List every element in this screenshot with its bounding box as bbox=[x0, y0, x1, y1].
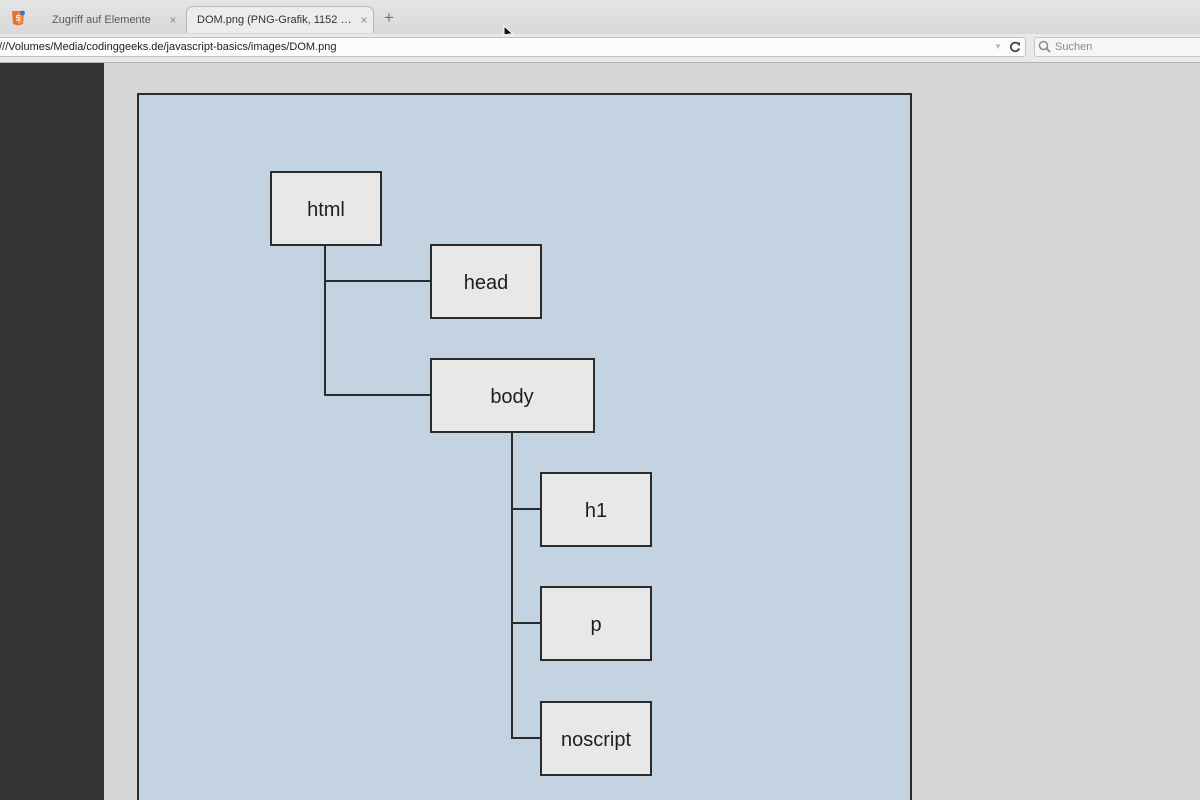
edge-body-noscript bbox=[511, 623, 541, 739]
node-body: body bbox=[430, 358, 595, 433]
content-viewport: html head body h1 p bbox=[0, 63, 1200, 800]
edge-html-body bbox=[324, 281, 431, 396]
node-label: body bbox=[490, 386, 533, 408]
edge-body-p bbox=[511, 509, 541, 624]
reload-icon[interactable] bbox=[1005, 39, 1025, 55]
node-head: head bbox=[430, 244, 542, 319]
tab-label: DOM.png (PNG-Grafik, 1152 × 8… bbox=[197, 14, 355, 26]
edge-body-h1 bbox=[511, 432, 541, 510]
dom-diagram-image: html head body h1 p bbox=[137, 93, 912, 800]
chevron-down-icon[interactable]: ▼ bbox=[994, 42, 1002, 51]
dark-sidebar bbox=[0, 63, 104, 800]
node-label: head bbox=[464, 272, 509, 294]
edge-html-head bbox=[324, 245, 431, 282]
close-icon[interactable]: × bbox=[360, 13, 368, 27]
node-label: noscript bbox=[561, 729, 631, 751]
tab-dom-png[interactable]: DOM.png (PNG-Grafik, 1152 × 8… × bbox=[186, 6, 374, 33]
node-noscript: noscript bbox=[540, 701, 652, 776]
node-label: p bbox=[590, 614, 601, 636]
navigation-bar: ///Volumes/Media/codinggeeks.de/javascri… bbox=[0, 34, 1200, 63]
search-input[interactable] bbox=[1055, 41, 1185, 53]
url-bar[interactable]: ///Volumes/Media/codinggeeks.de/javascri… bbox=[0, 37, 1026, 57]
node-h1: h1 bbox=[540, 472, 652, 547]
svg-text:5: 5 bbox=[16, 14, 21, 23]
tab-zugriff-auf-elemente[interactable]: Zugriff auf Elemente × bbox=[42, 6, 182, 33]
node-html: html bbox=[270, 171, 382, 246]
dom-tree-diagram: html head body h1 p bbox=[270, 171, 652, 776]
tab-bar: 5 Zugriff auf Elemente × DOM.png (PNG-Gr… bbox=[0, 0, 1200, 35]
firefox-html5-icon: 5 bbox=[12, 10, 25, 26]
node-label: h1 bbox=[585, 500, 607, 522]
search-icon bbox=[1038, 40, 1051, 53]
node-label: html bbox=[307, 199, 345, 221]
node-p: p bbox=[540, 586, 652, 661]
tab-label: Zugriff auf Elemente bbox=[52, 13, 151, 26]
plus-icon[interactable]: + bbox=[384, 8, 394, 27]
close-icon[interactable]: × bbox=[169, 12, 177, 27]
search-bar[interactable] bbox=[1034, 37, 1200, 57]
url-text[interactable]: ///Volumes/Media/codinggeeks.de/javascri… bbox=[0, 41, 337, 53]
